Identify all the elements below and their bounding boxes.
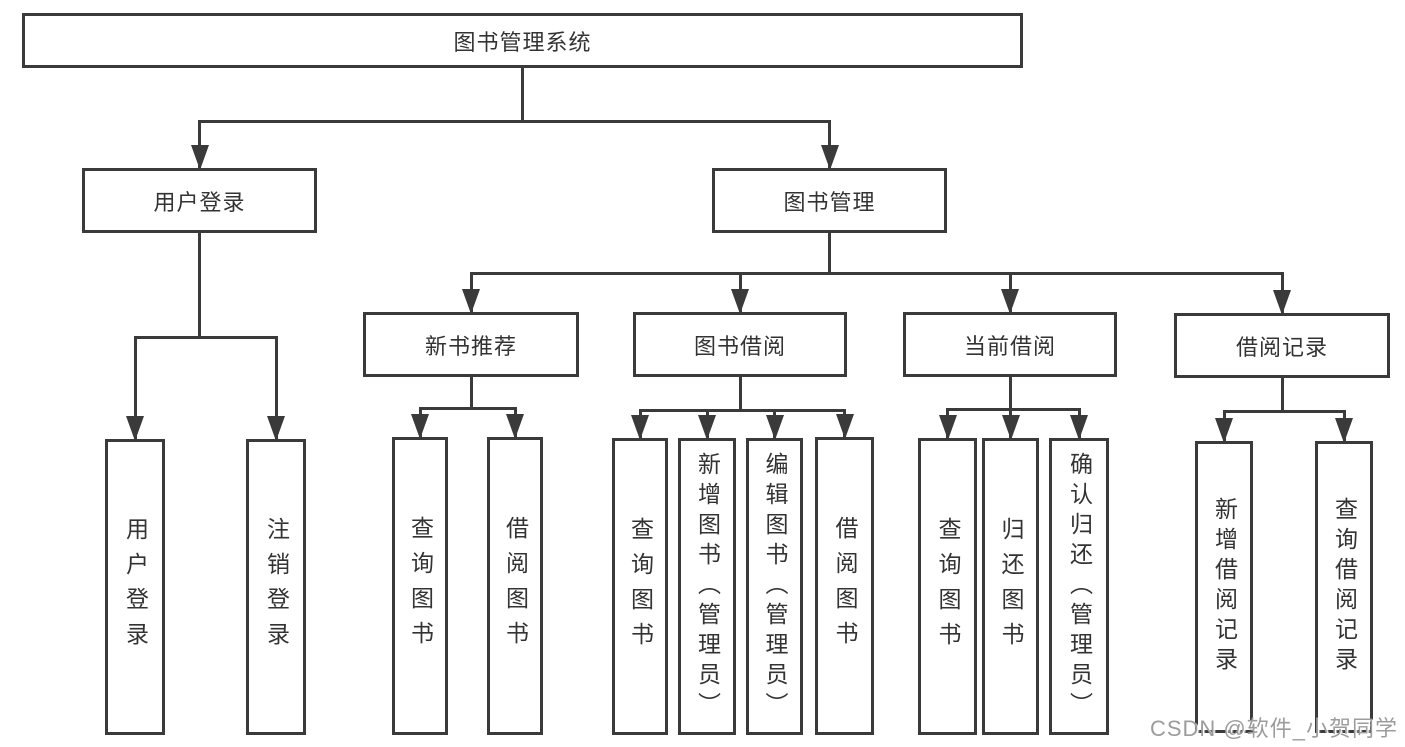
node-new-book-recommendation: 新书推荐 (363, 312, 579, 377)
connector-line (521, 68, 524, 123)
node-query-books-recommend: 查询图书 (392, 437, 448, 735)
arrow-down-icon (1215, 418, 1233, 443)
node-label-add-book-admin: 新增图书（管理员） (694, 451, 721, 722)
arrow-down-icon (462, 289, 480, 314)
node-borrow-books-recommend: 借阅图书 (487, 437, 543, 735)
arrow-down-icon (835, 414, 854, 439)
node-label-user-login-action: 用户登录 (122, 517, 149, 657)
node-label-borrowing-records: 借阅记录 (1235, 334, 1328, 360)
node-query-books-current: 查询图书 (918, 438, 977, 735)
arrow-down-icon (1001, 289, 1019, 314)
node-label-book-borrowing: 图书借阅 (693, 333, 786, 359)
node-label-add-borrowing-record: 新增借阅记录 (1211, 497, 1238, 677)
arrow-down-icon (506, 414, 524, 439)
connector-line (198, 120, 201, 168)
arrow-down-icon (1001, 415, 1020, 440)
arrow-down-icon (126, 416, 144, 441)
node-edit-book-admin: 编辑图书（管理员） (746, 438, 803, 735)
node-logout-action: 注销登录 (246, 439, 306, 735)
node-label-borrow-books-recommend: 借阅图书 (502, 516, 529, 656)
node-label-borrow-books-borrowing: 借阅图书 (832, 516, 858, 656)
node-borrow-books-borrowing: 借阅图书 (815, 437, 874, 735)
arrow-down-icon (190, 145, 209, 170)
arrow-down-icon (631, 415, 649, 440)
connector-line (638, 409, 846, 412)
connector-line (198, 233, 201, 339)
connector-line (946, 408, 1081, 411)
node-label-current-borrowing: 当前借阅 (963, 333, 1056, 359)
arrow-down-icon (267, 416, 285, 441)
arrow-down-icon (938, 415, 957, 440)
connector-line (133, 336, 137, 439)
connector-line (828, 233, 831, 275)
node-label-query-books-current: 查询图书 (935, 516, 961, 657)
arrow-down-icon (731, 289, 749, 314)
connector-line (274, 336, 278, 439)
node-label-return-books: 归还图书 (998, 516, 1024, 657)
node-label-user-login: 用户登录 (153, 189, 246, 215)
node-confirm-return-admin: 确认归还（管理员） (1049, 438, 1109, 735)
connector-line (133, 336, 278, 339)
connector-line (469, 377, 473, 410)
connector-line (738, 377, 742, 412)
connector-line (1280, 378, 1284, 413)
node-query-books-borrowing: 查询图书 (612, 438, 668, 735)
connector-line (828, 120, 831, 168)
csdn-watermark: CSDN @软件_小贺同学 (1149, 716, 1398, 741)
node-label-confirm-return-admin: 确认归还（管理员） (1066, 451, 1093, 722)
arrow-down-icon (820, 145, 839, 170)
connector-line (1222, 410, 1346, 413)
arrow-down-icon (411, 414, 429, 439)
node-return-books: 归还图书 (982, 438, 1039, 735)
node-query-borrowing-record: 查询借阅记录 (1315, 441, 1373, 733)
node-user-login-action: 用户登录 (105, 439, 165, 735)
arrow-down-icon (1273, 290, 1291, 315)
node-label-query-books-borrowing: 查询图书 (627, 516, 654, 657)
arrow-down-icon (765, 415, 784, 440)
node-book-management: 图书管理 (712, 168, 947, 233)
connector-line (469, 272, 1284, 275)
connector-line (198, 120, 831, 123)
node-label-query-books-recommend: 查询图书 (407, 516, 434, 656)
connector-line (418, 407, 517, 410)
node-label-edit-book-admin: 编辑图书（管理员） (762, 451, 788, 722)
connector-line (1008, 377, 1012, 411)
node-label-query-borrowing-record: 查询借阅记录 (1331, 497, 1358, 677)
node-add-book-admin: 新增图书（管理员） (678, 438, 736, 735)
node-label-book-management: 图书管理 (783, 189, 876, 215)
arrow-down-icon (698, 415, 716, 440)
node-label-new-book-recommendation: 新书推荐 (424, 333, 517, 359)
arrow-down-icon (1335, 418, 1353, 443)
node-borrowing-records: 借阅记录 (1174, 313, 1390, 378)
node-system-root: 图书管理系统 (22, 13, 1023, 68)
node-book-borrowing: 图书借阅 (633, 312, 847, 377)
node-add-borrowing-record: 新增借阅记录 (1195, 441, 1253, 733)
arrow-down-icon (1070, 415, 1088, 440)
node-label-logout-action: 注销登录 (263, 517, 290, 657)
node-user-login: 用户登录 (82, 168, 317, 233)
node-label-system-root: 图书管理系统 (453, 29, 592, 55)
node-current-borrowing: 当前借阅 (903, 312, 1117, 377)
